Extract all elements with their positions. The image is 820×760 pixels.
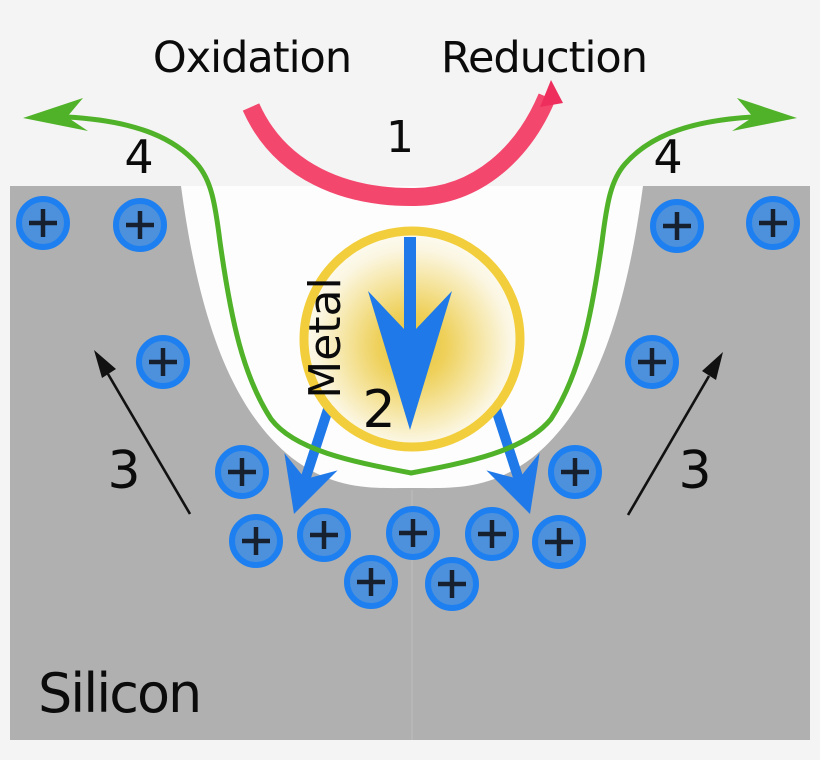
- label-metal: Metal: [300, 277, 351, 398]
- positive-hole-icon: [535, 518, 583, 566]
- hole-diffusion-arrow-left: [94, 350, 192, 515]
- hole-diffusion-arrow-right: [626, 352, 723, 516]
- positive-hole-icon: [347, 558, 395, 606]
- positive-hole-icon: [628, 338, 676, 386]
- positive-hole-icon: [19, 199, 67, 247]
- positive-hole-icon: [653, 202, 701, 250]
- label-silicon: Silicon: [38, 662, 200, 725]
- silicon-substrate: [10, 186, 810, 740]
- positive-hole-icon: [468, 510, 516, 558]
- positive-hole-icon: [218, 448, 266, 496]
- step-4-label-left: 4: [124, 130, 153, 184]
- label-oxidation: Oxidation: [153, 33, 351, 83]
- label-reduction: Reduction: [441, 33, 647, 83]
- step-2-label: 2: [362, 380, 395, 440]
- electron-arrowhead-right-icon: [732, 98, 797, 131]
- hole-injection-arrow-right: [486, 396, 540, 514]
- step-3-label-right: 3: [678, 441, 711, 501]
- redox-arc: [242, 93, 556, 207]
- positive-hole-icon: [551, 448, 599, 496]
- metal-sink-arrow-icon: [368, 237, 452, 430]
- hole-injection-arrow-left: [284, 396, 338, 514]
- electron-path: [23, 98, 797, 476]
- redox-cycle-arrow: [242, 80, 563, 207]
- step-4-label-right: 4: [653, 130, 682, 184]
- positive-hole-icon: [232, 517, 280, 565]
- step-1-label: 1: [386, 112, 414, 163]
- positive-hole-icon: [428, 560, 476, 608]
- step-3-label-left: 3: [107, 441, 140, 501]
- electron-path-line: [66, 114, 754, 476]
- electron-arrowhead-left-icon: [23, 98, 88, 131]
- positive-hole-icon: [300, 511, 348, 559]
- positive-hole-icon: [116, 201, 164, 249]
- positive-hole-icon: [389, 509, 437, 557]
- positive-hole-icon: [749, 199, 797, 247]
- redox-arrowhead-icon: [540, 80, 563, 107]
- positive-hole-icon: [139, 338, 187, 386]
